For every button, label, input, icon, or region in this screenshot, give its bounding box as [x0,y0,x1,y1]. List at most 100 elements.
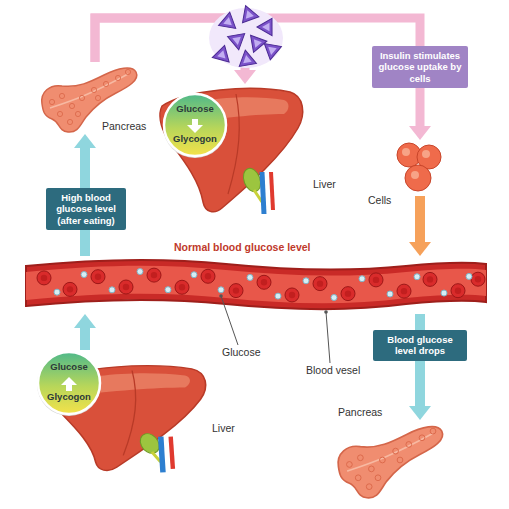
pancreas-lobule [95,95,100,100]
vessel-outline [26,256,486,314]
part-label: Glucose [222,346,272,358]
conversion-arrow [61,377,77,391]
pancreas-lobule [91,87,96,92]
molecule-inner [232,33,243,44]
liver-ligament [123,370,135,455]
red-blood-cell [313,277,327,291]
pancreas-lobule [125,69,130,74]
red-blood-cell [119,280,133,294]
insulin-molecule [219,11,239,29]
glucose-dot [466,273,472,279]
pancreas-lobule [358,455,364,461]
pancreas-lobule [347,462,353,468]
molecule-inner [250,36,261,47]
pancreas-lobule [406,442,412,448]
organ-label: Pancreas [338,406,398,418]
molecule-outer [212,43,233,62]
pancreas-outline [334,420,444,500]
red-blood-cell [397,284,411,298]
red-blood-cell [175,280,189,294]
red-blood-cell [285,288,299,302]
conversion-circle: GlucoseGlycogon [162,92,228,158]
red-blood-cell [423,272,437,286]
red-blood-cell-center [205,273,211,279]
vessel-wall [26,260,486,310]
liver-organ: LiverGlucoseGlycogon [36,350,218,475]
glucose-dot [109,287,115,293]
molecule-outer [257,14,280,36]
arrow-shaft [95,18,245,71]
liver-ligament [228,94,239,194]
portal-vein [161,437,163,473]
red-blood-cell-center [401,288,407,294]
insulin-molecule [264,38,284,59]
compound-name: Glycogon [162,134,228,145]
pancreas-duct [347,433,433,471]
pancreas-lobule [59,93,64,98]
red-blood-cell-center [317,280,323,286]
liver-shape [160,88,303,214]
vessel-shape [26,260,486,310]
liver-organ: LiverGlucoseGlycogon [158,84,303,216]
compound-name: Glucose [36,362,102,373]
red-blood-cell-center [455,288,461,294]
molecule-outer [264,38,284,59]
red-blood-cell-center [345,290,351,296]
insulin-molecule [212,43,233,62]
red-blood-cell [257,275,271,289]
circle-outline [36,350,102,416]
hepatic-artery [271,172,273,210]
pancreas-lobule [419,435,425,441]
glucose-dot [303,278,309,284]
leader-dot [324,310,328,314]
red-blood-cell-center [67,286,73,292]
leader-line [221,296,238,345]
step-box: Insulin stimulates glucose uptake by cel… [372,46,468,88]
flow-arrow [409,196,431,256]
pancreas-lobule [103,81,108,86]
glucose-dot [441,290,447,296]
vessel-title: Normal blood glucose level [174,241,364,253]
liver-shape [48,366,205,473]
insulin-molecule [237,49,257,67]
organ-label: Liver [212,422,252,434]
red-blood-cell [63,282,77,296]
pancreas-lobule [79,95,84,100]
glucose-dot [247,274,253,280]
cell-nucleus [411,171,419,179]
insulin-molecule [257,14,280,36]
pancreas-lobule [57,111,62,116]
molecule-outer [219,11,239,29]
pancreas-organ: Pancreas [38,62,138,134]
circle-shadow [37,352,101,416]
molecule-inner [268,44,278,55]
red-blood-cell [341,287,355,301]
pancreas-lobule [67,119,72,124]
red-blood-cell [147,268,161,282]
compound-name: Glucose [162,104,228,115]
arrow-shaft [80,327,90,350]
leader-dot [219,294,223,298]
red-blood-cell-center [233,287,239,293]
molecule-inner [217,49,227,58]
arrow-head [234,70,256,84]
arrow-head [74,134,96,148]
glucose-dot [191,272,197,278]
glucose-dot [81,272,87,278]
vessel-lumen [26,266,486,304]
organ-label: Liver [313,178,353,190]
red-blood-cell-center [95,273,101,279]
pancreas-lobule [397,457,403,463]
hepatic-artery [171,437,173,469]
glucose-dot [275,293,281,299]
red-blood-cell-center [41,275,47,281]
glucose-dot [137,269,143,275]
glucose-dot [54,289,60,295]
red-blood-cell [91,270,105,284]
molecule-outer [244,30,267,53]
molecule-inner [242,54,252,63]
glucose-dot [359,276,365,282]
insulin-molecules [212,3,284,67]
pancreas-lobule [393,448,399,454]
red-blood-cell-center [427,276,433,282]
